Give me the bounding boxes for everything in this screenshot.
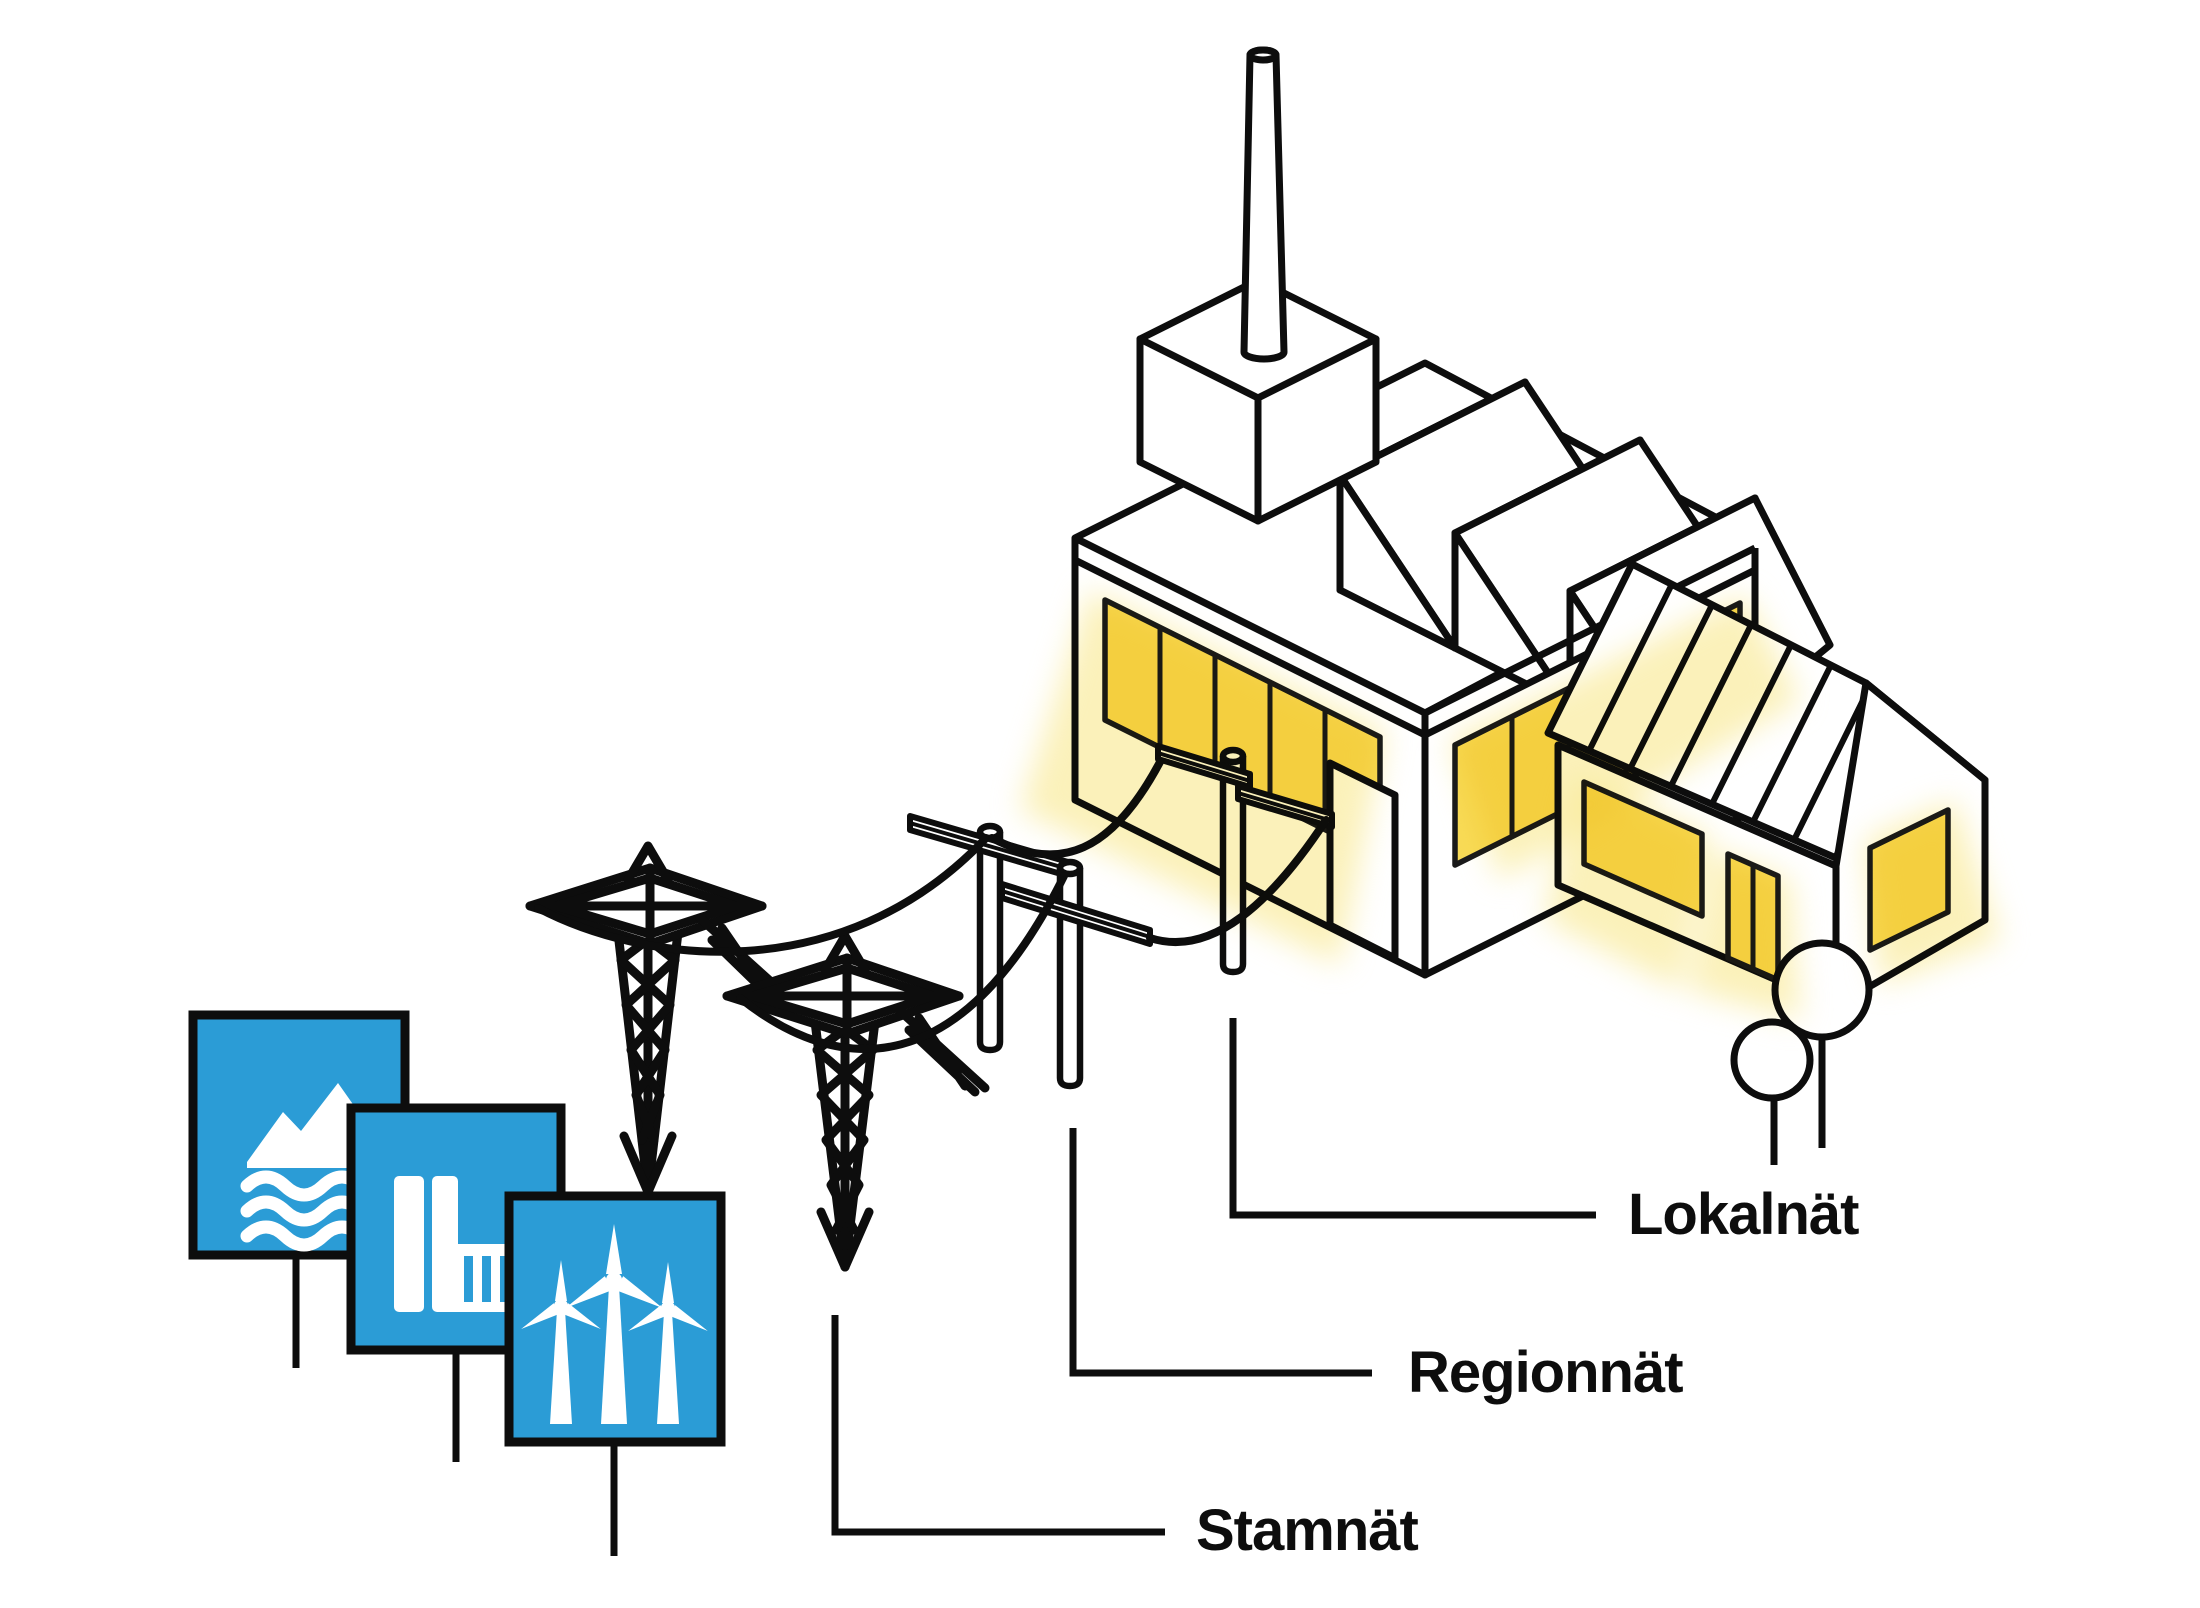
label-regionnat: Regionnät xyxy=(1408,1340,1683,1405)
wind-power-icon xyxy=(521,1224,708,1424)
leader-line-regionnat xyxy=(1069,1128,1372,1377)
chimney xyxy=(1240,46,1288,363)
pylon-crossarm xyxy=(722,931,990,1097)
transmission-pylon-1 xyxy=(525,841,805,1197)
pylon-crossarm xyxy=(525,841,805,1015)
utility-pole-region-2 xyxy=(999,858,1153,1090)
label-lokalnat: Lokalnät xyxy=(1628,1182,1859,1247)
power-line-icon xyxy=(736,872,1068,1053)
window-glow xyxy=(1020,590,2000,1020)
transmission-pylon-2 xyxy=(722,931,990,1272)
tree-icon xyxy=(1730,1018,1814,1102)
leader-line-lokalnat xyxy=(1229,1018,1596,1219)
power-line-icon xyxy=(534,834,990,956)
label-stamnat: Stamnät xyxy=(1196,1498,1419,1563)
wind-power-sign xyxy=(504,1191,726,1556)
leader-line-stamnat xyxy=(831,1315,1165,1536)
